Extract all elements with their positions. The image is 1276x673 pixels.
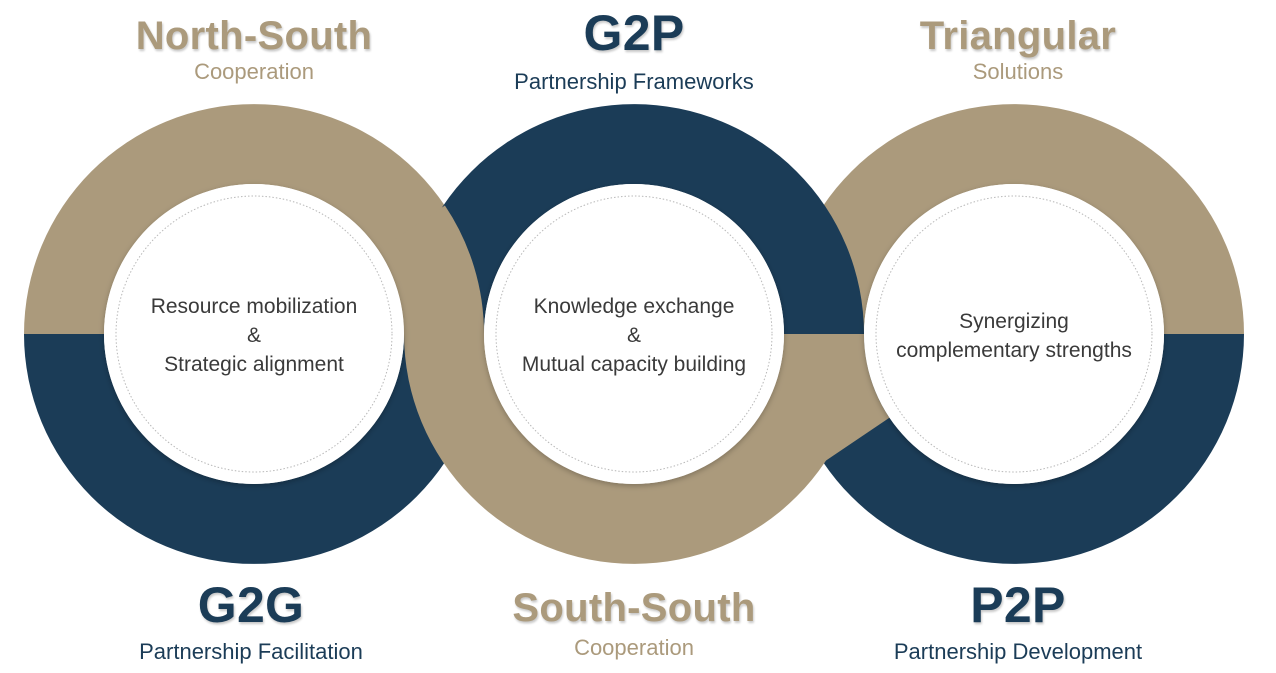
triangular-title: Triangular: [919, 14, 1117, 58]
left-ring-top-tan: [24, 104, 484, 335]
left-circle-line1: Resource mobilization: [150, 295, 358, 318]
g2g-label: G2G Partnership Facilitation: [71, 578, 431, 666]
middle-ring-top-navy: [404, 104, 864, 335]
right-ring-weave-overlap: [783, 334, 890, 463]
triangular-label: Triangular Solutions: [838, 14, 1198, 86]
right-ring-top-tan: [784, 104, 1244, 335]
left-ring-weave-overlap: [378, 205, 485, 334]
p2p-label: P2P Partnership Development: [838, 578, 1198, 666]
triangular-subtitle: Solutions: [972, 59, 1064, 84]
right-circle-line1: Synergizing: [959, 310, 1069, 333]
right-inner-dotted-outline: [875, 195, 1153, 473]
right-circle-line2: complementary strengths: [896, 339, 1132, 362]
left-circle-line3: Strategic alignment: [164, 353, 344, 376]
middle-circle-ampersand: &: [626, 324, 641, 347]
north-south-label: North-South Cooperation: [74, 14, 434, 86]
p2p-title: P2P: [970, 577, 1066, 633]
middle-inner-disc: [484, 184, 784, 484]
left-ring-bottom-navy: [24, 334, 484, 564]
north-south-subtitle: Cooperation: [194, 59, 314, 84]
right-inner-disc: [864, 184, 1164, 484]
middle-ring: [404, 104, 864, 564]
south-south-title: South-South: [512, 586, 756, 630]
g2g-title: G2G: [197, 577, 305, 633]
middle-inner-dotted-outline: [495, 195, 773, 473]
middle-circle-text: Knowledge exchange & Mutual capacity bui…: [494, 292, 774, 379]
right-ring-bottom-navy: [784, 334, 1244, 564]
g2p-title: G2P: [583, 5, 685, 61]
right-circle-text: Synergizing complementary strengths: [874, 307, 1154, 365]
left-inner-disc: [104, 184, 404, 484]
g2g-subtitle: Partnership Facilitation: [139, 639, 363, 664]
middle-ring-bottom-tan: [404, 334, 864, 564]
left-circle-text: Resource mobilization & Strategic alignm…: [124, 292, 384, 379]
north-south-title: North-South: [135, 14, 373, 58]
left-circle-ampersand: &: [246, 324, 261, 347]
g2p-subtitle: Partnership Frameworks: [514, 69, 754, 94]
south-south-subtitle: Cooperation: [574, 635, 694, 660]
g2p-label: G2P Partnership Frameworks: [454, 6, 814, 96]
middle-circle-line1: Knowledge exchange: [533, 295, 735, 318]
left-inner-dotted-outline: [115, 195, 393, 473]
p2p-subtitle: Partnership Development: [893, 639, 1143, 664]
left-ring: [24, 104, 484, 564]
south-south-label: South-South Cooperation: [454, 586, 814, 662]
right-ring: [784, 104, 1244, 564]
middle-circle-line3: Mutual capacity building: [521, 353, 747, 376]
